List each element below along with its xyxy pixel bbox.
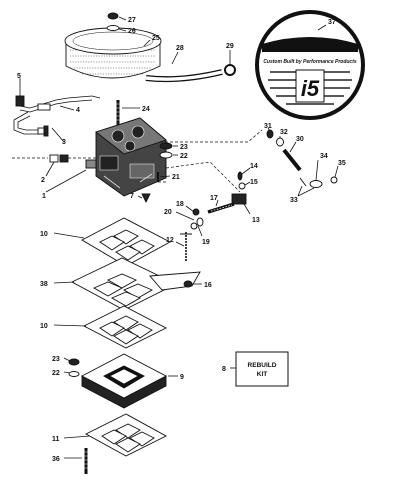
carburetor-body: [85, 117, 167, 197]
rebuild-kit-label-line1: REBUILD: [248, 362, 277, 369]
badge-tagline-text: Custom Built by Performance Products: [263, 59, 357, 65]
spacer-plate-38: [71, 257, 201, 311]
label-26: 26: [128, 28, 136, 35]
label-7: 7: [130, 193, 134, 200]
label-18: 18: [176, 201, 184, 208]
label-37: 37: [328, 19, 336, 26]
label-20: 20: [164, 209, 172, 216]
label-23-top: 23: [180, 144, 188, 151]
label-14: 14: [250, 163, 258, 170]
label-9: 9: [180, 374, 184, 381]
throttle-linkage: [180, 129, 338, 262]
label-16: 16: [204, 282, 212, 289]
label-10-top: 10: [40, 231, 48, 238]
label-8: 8: [222, 366, 226, 373]
label-19: 19: [202, 239, 210, 246]
label-25: 25: [152, 35, 160, 42]
label-11: 11: [52, 436, 60, 443]
gasket-10-top: [81, 217, 171, 267]
label-2: 2: [41, 177, 45, 184]
part-number-labels: 27 26 25 28 29 37 5 4 24 3 2 1 23 22 21 …: [17, 17, 346, 463]
label-31: 31: [264, 123, 272, 130]
label-28: 28: [176, 45, 184, 52]
mercruiser-badge: merCruiser Custom Built by Performance P…: [255, 10, 365, 120]
label-33: 33: [290, 197, 298, 204]
label-24: 24: [142, 106, 150, 113]
label-36: 36: [52, 456, 60, 463]
badge-brand-text: merCruiser: [278, 39, 343, 53]
label-30: 30: [296, 136, 304, 143]
label-4: 4: [76, 107, 80, 114]
label-29: 29: [226, 43, 234, 50]
label-21: 21: [172, 174, 180, 181]
label-10-middle: 10: [40, 323, 48, 330]
label-27: 27: [128, 17, 136, 24]
gasket-11-bottom: [85, 413, 167, 457]
label-22-top: 22: [180, 153, 188, 160]
air-cleaner: [64, 12, 236, 83]
label-13: 13: [252, 217, 260, 224]
label-22-bottom: 22: [52, 370, 60, 377]
label-3: 3: [62, 139, 66, 146]
gasket-10-middle: [83, 305, 167, 349]
rebuild-kit-label-line2: KIT: [257, 371, 268, 378]
label-5: 5: [17, 73, 21, 80]
label-34: 34: [320, 153, 328, 160]
spacer-9: [81, 353, 167, 409]
label-17: 17: [210, 195, 218, 202]
label-23-bottom: 23: [52, 356, 60, 363]
label-35: 35: [338, 160, 346, 167]
leader-lines: [19, 16, 339, 459]
label-38: 38: [40, 281, 48, 288]
label-32: 32: [280, 129, 288, 136]
rebuild-kit-box: [235, 351, 289, 387]
label-1: 1: [42, 193, 46, 200]
fuel-line: [12, 95, 101, 163]
badge-model-text: i5: [301, 76, 320, 101]
label-15: 15: [250, 179, 258, 186]
label-12: 12: [166, 237, 174, 244]
